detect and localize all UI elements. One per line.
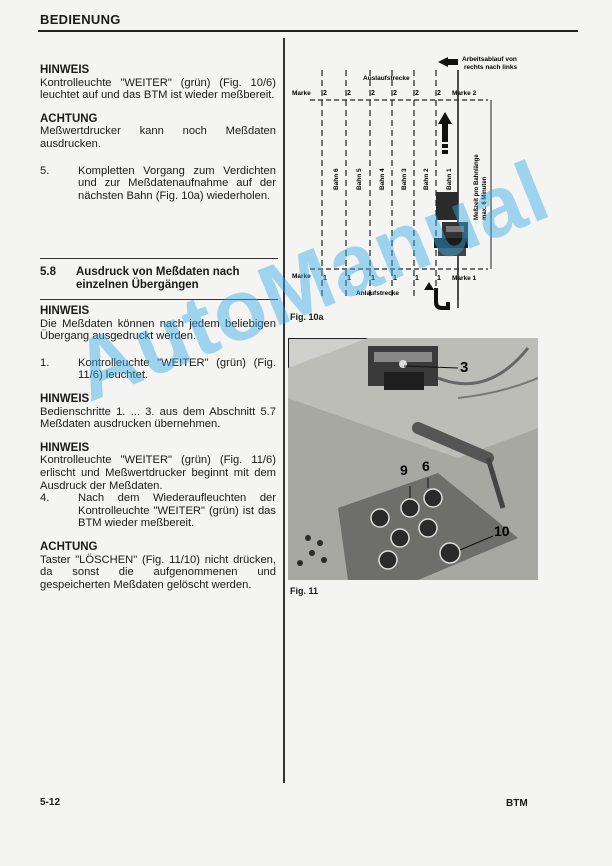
top-number: 2 <box>393 90 397 97</box>
fig-10a-diagram: Arbeitsablauf von rechts nach links Ausl… <box>292 56 517 310</box>
arbeitsablauf-label-2: rechts nach links <box>464 64 517 71</box>
top-number: 2 <box>371 90 375 97</box>
top-number: 2 <box>415 90 419 97</box>
bottom-numbers: 1 1 1 1 1 1 <box>323 275 441 282</box>
callout-10: 10 <box>494 523 510 539</box>
hinweis-3: HINWEIS Bedienschritte 1. ... 3. aus dem… <box>40 393 276 431</box>
section-rule-top <box>40 258 278 259</box>
texture <box>297 535 327 566</box>
anlaufstrecke-label: Anlaufstrecke <box>356 290 399 297</box>
bottom-number: 1 <box>347 275 351 282</box>
turn-arrow-icon <box>434 288 450 310</box>
messzeit-label: Meßzeit pro Bahnlänge <box>474 154 480 220</box>
hinweis-text: Kontrolleuchte "WEITER" (grün) (Fig. 11/… <box>40 454 276 492</box>
achtung-1: ACHTUNG Meßwertdrucker kann noch Meßdate… <box>40 113 276 151</box>
marke-label-bottom: Marke <box>292 273 311 280</box>
hinweis-text: Kontrolleuchte "WEITER" (grün) (Fig. 10/… <box>40 76 276 102</box>
hinweis-title: HINWEIS <box>40 305 90 317</box>
top-number: 2 <box>347 90 351 97</box>
achtung-2: ACHTUNG Taster "LÖSCHEN" (Fig. 11/10) ni… <box>40 541 276 591</box>
marke-2-label: Marke 2 <box>452 90 477 97</box>
bottom-number: 1 <box>323 275 327 282</box>
left-column-lower: HINWEIS Die Meßdaten können nach jedem b… <box>40 305 276 591</box>
achtung-text: Taster "LÖSCHEN" (Fig. 11/10) nicht drüc… <box>40 553 276 591</box>
bottom-number: 1 <box>371 275 375 282</box>
hinweis-title: HINWEIS <box>40 441 90 454</box>
hinweis-4: HINWEIS Kontrolleuchte "WEITER" (grün) (… <box>40 442 276 492</box>
step-4: 4. Nach dem Wiederaufleuchten der Kontro… <box>40 492 276 530</box>
step-number: 5. <box>40 164 50 177</box>
roller-icon <box>434 192 468 256</box>
section-number: 5.8 <box>40 266 56 278</box>
arbeitsablauf-label-1: Arbeitsablauf von <box>462 56 517 63</box>
top-number: 2 <box>437 90 441 97</box>
callout-6: 6 <box>422 458 430 474</box>
fig-10a-caption: Fig. 10a <box>290 312 324 322</box>
achtung-title: ACHTUNG <box>40 540 98 553</box>
step-text: Kompletten Vorgang zum Verdichten und zu… <box>78 164 276 202</box>
column-divider <box>283 38 285 783</box>
top-numbers: 2 2 2 2 2 2 <box>323 90 441 97</box>
bottom-number: 1 <box>393 275 397 282</box>
bottom-number: 1 <box>437 275 441 282</box>
page-header: BEDIENUNG <box>40 12 121 27</box>
arrow-left-icon-tail <box>448 59 458 65</box>
step-number: 4. <box>40 492 50 505</box>
turn-arrow-head-icon <box>424 282 434 290</box>
step-1: 1. Kontrolleuchte "WEITER" (grün) (Fig. … <box>40 357 276 382</box>
bahn-label: Bahn 5 <box>356 168 363 190</box>
bahn-label: Bahn 2 <box>423 168 430 190</box>
bahn-label: Bahn 6 <box>333 168 340 190</box>
header-rule <box>38 30 578 32</box>
fig-11-caption: Fig. 11 <box>290 586 319 596</box>
hinweis-title: HINWEIS <box>40 392 90 405</box>
marke-1-label: Marke 1 <box>452 275 477 282</box>
marke-label-top: Marke <box>292 90 311 97</box>
callout-9: 9 <box>400 462 408 478</box>
hinweis-text: Die Meßdaten können nach jedem beliebige… <box>40 317 276 343</box>
step-text: Nach dem Wiederaufleuchten der Kontrolle… <box>78 492 276 530</box>
achtung-text: Meßwertdrucker kann noch Meßdaten ausdru… <box>40 125 276 150</box>
page-number: 5-12 <box>40 797 61 808</box>
bahn-label: Bahn 3 <box>401 168 408 190</box>
hinweis-title: HINWEIS <box>40 64 90 76</box>
step-number: 1. <box>40 356 50 369</box>
achtung-title: ACHTUNG <box>40 112 98 125</box>
messzeit-label-2: max. 6 Minuten <box>482 176 488 220</box>
hinweis-1: HINWEIS Kontrolleuchte "WEITER" (grün) (… <box>40 64 276 102</box>
section-rule-bottom <box>40 299 278 300</box>
travel-arrow-icon <box>438 112 452 154</box>
bottom-number: 1 <box>415 275 419 282</box>
bahn-label: Bahn 4 <box>379 168 386 190</box>
arrow-left-icon <box>438 57 448 67</box>
auslaufstrecke-label: Auslaufstrecke <box>363 75 410 82</box>
section-heading: 5.8 Ausdruck von Meßdaten nach einzelnen… <box>40 266 278 292</box>
section-title: Ausdruck von Meßdaten nach einzelnen Übe… <box>76 266 240 291</box>
step-5: 5. Kompletten Vorgang zum Verdichten und… <box>40 165 276 203</box>
hinweis-2: HINWEIS Die Meßdaten können nach jedem b… <box>40 305 276 343</box>
footer-brand: BTM <box>506 798 528 809</box>
step-text: Kontrolleuchte "WEITER" (grün) (Fig. 11/… <box>78 356 276 382</box>
left-column: HINWEIS Kontrolleuchte "WEITER" (grün) (… <box>40 64 276 202</box>
hinweis-text: Bedienschritte 1. ... 3. aus dem Abschni… <box>40 405 276 431</box>
callout-3: 3 <box>460 359 468 376</box>
top-number: 2 <box>323 90 327 97</box>
bahn-label: Bahn 1 <box>446 168 453 190</box>
lane-lines <box>321 70 437 300</box>
bahn-labels: Bahn 6 Bahn 5 Bahn 4 Bahn 3 Bahn 2 Bahn … <box>333 168 453 190</box>
fig-11-photo: 3 9 6 10 <box>288 338 538 580</box>
